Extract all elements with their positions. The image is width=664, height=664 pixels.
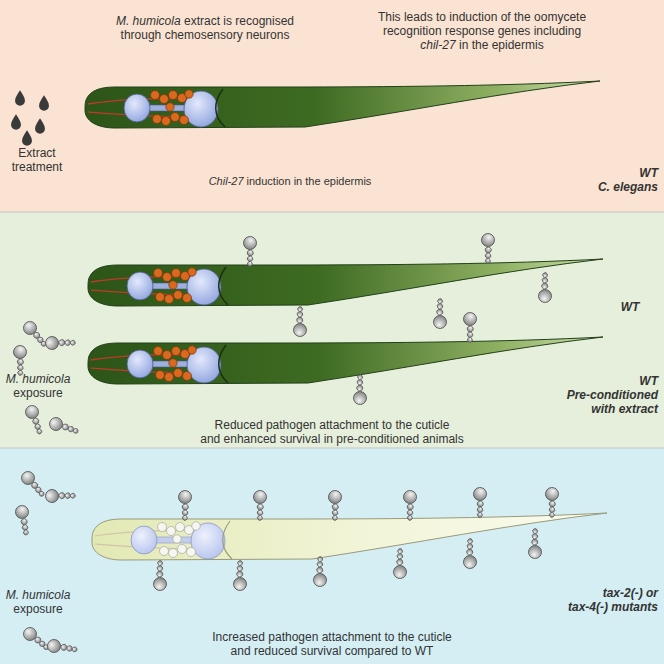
panel-text: WT C. elegans	[598, 166, 658, 194]
word: WT	[639, 166, 658, 180]
word: humicola	[22, 372, 70, 386]
panel-text: M. humicola exposure	[6, 588, 71, 616]
worm-wt	[88, 259, 603, 306]
word: M.	[116, 14, 133, 28]
word: recognition	[383, 24, 445, 38]
word: compared	[345, 644, 402, 658]
word: treatment	[12, 160, 63, 174]
word: M.	[6, 588, 23, 602]
worm-top	[85, 81, 600, 128]
word: genes	[498, 24, 534, 38]
word: C.	[598, 180, 613, 194]
word: WT	[639, 374, 658, 388]
panel-divider	[0, 448, 664, 449]
word: or	[646, 586, 658, 600]
word: survival	[280, 432, 324, 446]
word: the	[398, 630, 418, 644]
word: in	[294, 175, 306, 187]
word: pathogen	[266, 418, 319, 432]
word: cuticle	[415, 418, 449, 432]
word: epidermis	[324, 175, 372, 187]
word: attachment	[319, 418, 382, 432]
word: exposure	[13, 602, 62, 616]
word: is	[223, 14, 235, 28]
word: in	[459, 38, 472, 52]
word: of	[501, 10, 514, 24]
word: WT	[415, 644, 434, 658]
word: Extract	[18, 146, 55, 160]
word: Increased	[212, 630, 268, 644]
word: to	[384, 630, 397, 644]
word: extract	[184, 14, 223, 28]
panel-text: WT	[621, 300, 640, 314]
word: with	[591, 402, 618, 416]
word: leads	[404, 10, 436, 24]
word: in	[324, 432, 337, 446]
word: oomycete	[534, 10, 586, 24]
word: enhanced	[224, 432, 280, 446]
word: animals	[422, 432, 463, 446]
word: including	[534, 24, 581, 38]
panel-text: Chil-27 induction in the epidermis	[209, 174, 372, 188]
word: extract	[619, 402, 658, 416]
word: epidermis	[492, 38, 544, 52]
panel-text: M. humicola extract is recognised throug…	[116, 14, 294, 42]
word: response	[445, 24, 498, 38]
word: elegans	[613, 180, 658, 194]
spores-middle	[6, 231, 559, 437]
panel-text: Increased pathogen attachment to the cut…	[212, 630, 452, 658]
word: the	[514, 10, 534, 24]
panel-text: tax-2(-) or tax-4(-) mutants	[568, 586, 658, 614]
word: attachment	[322, 630, 385, 644]
word: mutants	[611, 600, 658, 614]
word: Pre-conditioned	[567, 388, 658, 402]
word: M.	[6, 372, 23, 386]
word: This	[378, 10, 404, 24]
word: the	[395, 418, 415, 432]
word: pre-conditioned	[336, 432, 422, 446]
word: survival	[301, 644, 345, 658]
panel-text: WT Pre-conditioned with extract	[567, 374, 658, 416]
panel-band: M. humicola exposure tax-2(-) or tax-4(-)…	[0, 448, 664, 664]
panel-band: WT M. humicola exposure WT Pre-conditioned…	[0, 212, 664, 448]
panel-divider	[0, 212, 664, 213]
word: cuticle	[418, 630, 452, 644]
panel-text: Reduced pathogen attachment to the cutic…	[200, 418, 464, 446]
word: through	[121, 28, 165, 42]
word: tax-4(-)	[568, 600, 611, 614]
word: to	[382, 418, 395, 432]
word: induction	[449, 10, 500, 24]
word: chil-27	[420, 38, 459, 52]
word: and	[231, 644, 254, 658]
spores-bottom	[8, 470, 568, 660]
word: and	[200, 432, 223, 446]
word: humicola	[22, 588, 70, 602]
word: WT	[621, 300, 640, 314]
panel-text: M. humicola exposure	[6, 372, 71, 400]
panel-band: M. humicola extract is recognised throug…	[0, 0, 664, 212]
word: the	[472, 38, 492, 52]
worm-preconditioned	[88, 337, 603, 384]
word: Reduced	[215, 418, 266, 432]
word: induction	[247, 175, 294, 187]
word: pathogen	[268, 630, 321, 644]
word: chemosensory	[165, 28, 246, 42]
word: tax-2(-)	[603, 586, 646, 600]
word: humicola	[133, 14, 184, 28]
word: recognised	[235, 14, 294, 28]
word: the	[305, 175, 323, 187]
worm-mutant	[92, 513, 607, 560]
word: to	[436, 10, 449, 24]
panel-text: Extract treatment	[12, 146, 63, 174]
word: exposure	[13, 386, 62, 400]
extract-drops	[11, 90, 49, 145]
panel-text: This leads to induction of the oomycete …	[378, 10, 586, 52]
word: Chil-27	[209, 175, 247, 187]
word: to	[401, 644, 414, 658]
word: neurons	[246, 28, 289, 42]
word: reduced	[254, 644, 301, 658]
